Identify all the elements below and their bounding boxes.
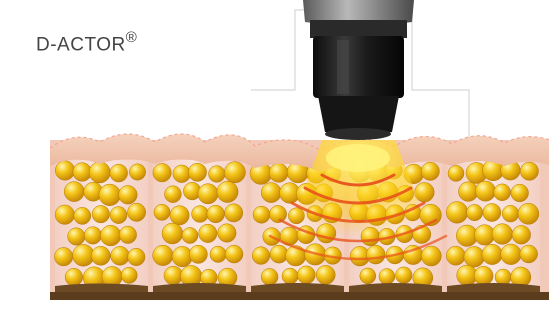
fat-cell xyxy=(182,228,198,244)
fat-cell xyxy=(110,207,127,224)
fat-cell xyxy=(54,248,72,266)
base-layer xyxy=(50,292,549,300)
fat-cell xyxy=(121,267,137,283)
fat-cell xyxy=(269,206,286,223)
fat-cell xyxy=(253,206,270,223)
fat-cell xyxy=(360,268,376,284)
fat-cell xyxy=(501,244,522,265)
fat-cell xyxy=(224,162,245,183)
fat-cell xyxy=(189,245,207,263)
fat-cell xyxy=(119,226,136,243)
fat-cell xyxy=(475,181,495,201)
fat-cell xyxy=(73,163,92,182)
fat-cell xyxy=(520,245,538,263)
fat-cell xyxy=(316,265,335,284)
fat-cell xyxy=(218,224,236,242)
fat-cell xyxy=(474,225,494,245)
fat-cell xyxy=(198,184,218,204)
fat-cell xyxy=(129,164,145,180)
fat-cell xyxy=(459,182,479,202)
fat-cell xyxy=(119,186,138,205)
fat-cell xyxy=(482,244,502,264)
fat-cell xyxy=(269,163,288,182)
contact-glow xyxy=(326,144,390,172)
fat-cell xyxy=(89,162,110,183)
fat-cell xyxy=(209,166,226,183)
fat-cell xyxy=(474,266,493,285)
fat-cell xyxy=(379,269,395,285)
fat-cell xyxy=(165,186,182,203)
fat-cell xyxy=(55,161,74,180)
fat-cell xyxy=(111,246,130,265)
fat-cell xyxy=(100,225,121,246)
fat-cell xyxy=(511,184,529,202)
shockwave-handpiece-icon xyxy=(303,0,414,140)
fat-cell xyxy=(518,203,539,224)
fat-cell xyxy=(225,245,243,263)
product-title-text: D-ACTOR xyxy=(36,34,126,55)
fat-cell xyxy=(68,228,85,245)
fat-cell xyxy=(128,203,146,221)
fat-cell xyxy=(466,204,482,220)
base-ridges xyxy=(55,283,540,292)
fat-cell xyxy=(492,224,513,245)
fat-cell xyxy=(396,267,413,284)
fat-cell xyxy=(225,204,243,222)
fat-cell xyxy=(270,245,288,263)
fat-cell xyxy=(154,204,170,220)
fat-cell xyxy=(199,224,217,242)
fat-cell xyxy=(192,206,209,223)
fat-cell xyxy=(128,248,145,265)
fat-cell xyxy=(55,205,74,224)
registered-mark: ® xyxy=(126,29,138,46)
fat-cell xyxy=(84,227,101,244)
fat-cell xyxy=(446,202,468,224)
fat-cell xyxy=(502,205,519,222)
fat-cell xyxy=(188,163,206,181)
fat-cell xyxy=(92,206,109,223)
fat-cell xyxy=(65,268,83,286)
fat-cell xyxy=(64,182,84,202)
fat-cell xyxy=(170,206,189,225)
fat-cell xyxy=(421,162,439,180)
fat-cell xyxy=(448,165,464,181)
fat-cell xyxy=(74,207,91,224)
fat-cell xyxy=(162,223,183,244)
fat-cell xyxy=(366,245,385,264)
fat-cell xyxy=(73,244,95,266)
fat-cell xyxy=(217,181,238,202)
fat-cell xyxy=(495,269,511,285)
fat-cell xyxy=(297,266,315,284)
fat-cell xyxy=(164,266,183,285)
fat-cell xyxy=(210,246,226,262)
fat-cell xyxy=(99,184,121,206)
fat-cell xyxy=(261,269,278,286)
fat-cell xyxy=(261,183,281,203)
fat-cell xyxy=(483,204,501,222)
fat-cell xyxy=(110,164,128,182)
fat-cell xyxy=(421,246,441,266)
fat-cell xyxy=(207,205,225,223)
fat-cell xyxy=(520,162,538,180)
fat-cell xyxy=(252,247,270,265)
fat-cell xyxy=(446,246,465,265)
fat-cell xyxy=(153,164,171,182)
fat-cell xyxy=(153,245,173,265)
fat-cell xyxy=(512,226,531,245)
fat-cell xyxy=(494,184,511,201)
fat-cell xyxy=(91,246,110,265)
fat-cell xyxy=(464,246,485,267)
product-title: D-ACTOR® xyxy=(36,30,137,56)
fat-cell xyxy=(282,268,298,284)
fat-cell xyxy=(173,165,191,183)
